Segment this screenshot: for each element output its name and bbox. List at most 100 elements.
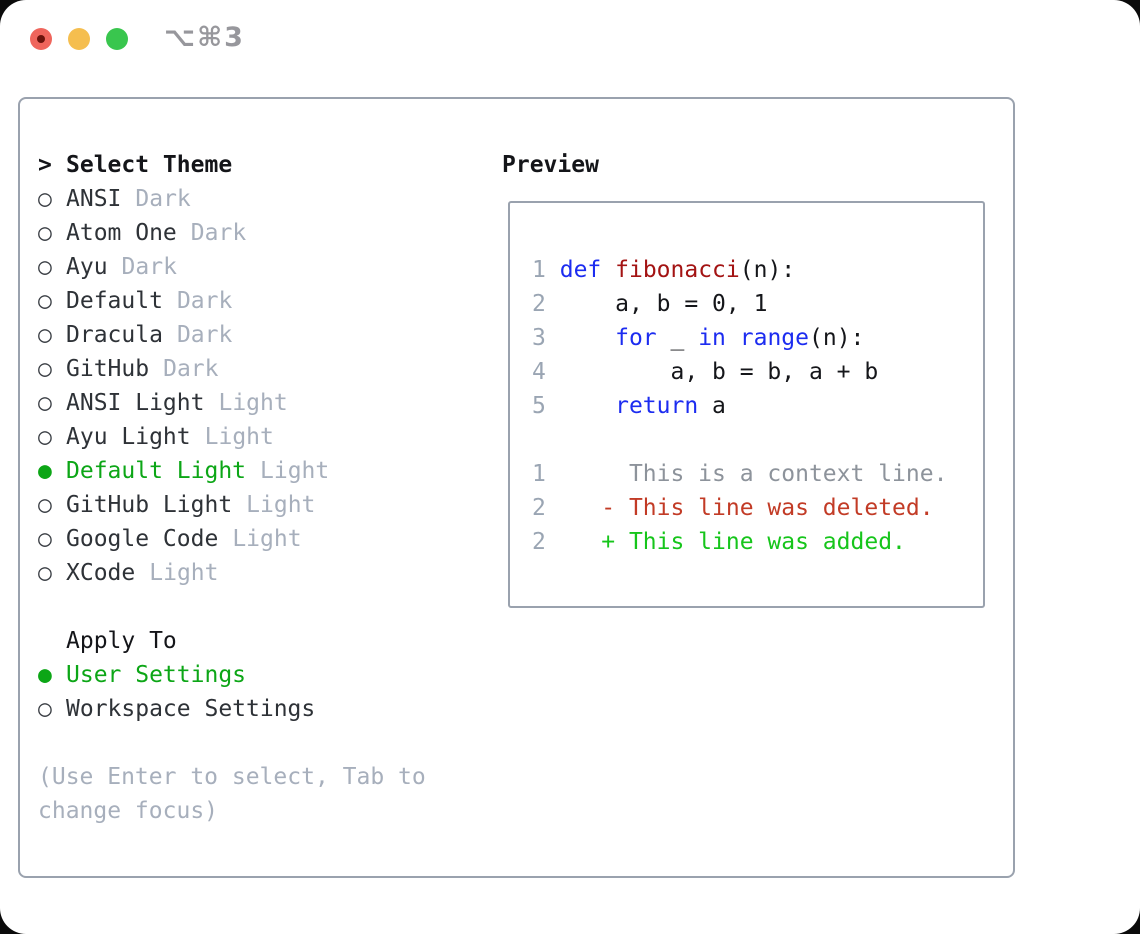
keyboard-hint: (Use Enter to select, Tab to change focu…	[38, 764, 426, 824]
theme-name: ANSI	[66, 186, 122, 212]
code-segment: for	[615, 325, 657, 351]
radio-icon: ○	[38, 254, 52, 280]
code-line: 3 for _ in range(n):	[532, 321, 983, 355]
line-number: 1	[532, 461, 546, 487]
code-segment: a, b = 0, 1	[545, 291, 768, 317]
code-line: 4 a, b = b, a + b	[532, 355, 983, 389]
line-number: 1	[532, 257, 546, 283]
theme-variant: Light	[149, 560, 219, 586]
theme-name: XCode	[66, 560, 136, 586]
select-theme-label: Select Theme	[66, 152, 233, 178]
theme-option-ansi[interactable]: ○ ANSI Dark	[38, 182, 458, 216]
code-segment	[546, 257, 560, 283]
line-number: 4	[532, 359, 546, 385]
line-number: 2	[532, 291, 546, 317]
code-line: 1 def fibonacci(n):	[532, 253, 983, 287]
code-segment: return	[615, 393, 699, 419]
theme-variant: Dark	[176, 288, 233, 314]
radio-icon: ○	[38, 186, 52, 212]
selection-cursor-icon: >	[38, 152, 52, 178]
code-segment	[546, 325, 615, 351]
radio-icon: ○	[38, 322, 52, 348]
code-segment: _	[656, 325, 699, 351]
code-segment: - This line was deleted.	[545, 495, 934, 521]
radio-icon: ●	[38, 458, 52, 484]
diff-added-line: 2 + This line was added.	[532, 525, 983, 559]
apply-option-user-settings[interactable]: ● User Settings	[38, 658, 458, 692]
spacer	[38, 590, 458, 624]
theme-variant: Dark	[176, 322, 233, 348]
theme-option-ayu[interactable]: ○ Ayu Dark	[38, 250, 458, 284]
radio-icon: ○	[38, 288, 52, 314]
radio-icon: ○	[38, 560, 52, 586]
record-dot-icon	[37, 35, 45, 43]
theme-variant: Dark	[121, 254, 177, 280]
theme-option-xcode[interactable]: ○ XCode Light	[38, 556, 458, 590]
apply-to-header: Apply To	[66, 628, 177, 654]
code-segment: (n):	[739, 257, 796, 283]
line-number: 3	[532, 325, 546, 351]
code-segment: def	[559, 257, 602, 283]
theme-name: Ayu Light	[66, 424, 191, 450]
code-segment: (n):	[809, 325, 865, 351]
code-segment: a	[698, 393, 726, 419]
code-segment	[546, 393, 615, 419]
apply-option-workspace-settings[interactable]: ○Workspace Settings	[38, 692, 458, 726]
theme-name: Atom One	[66, 220, 177, 246]
theme-option-ayu-light[interactable]: ○ Ayu Light Light	[38, 420, 458, 454]
radio-icon: ●	[38, 662, 52, 688]
theme-option-google-code[interactable]: ○ Google Code Light	[38, 522, 458, 556]
theme-name: Dracula	[66, 322, 163, 348]
code-segment: + This line was added.	[545, 529, 906, 555]
theme-variant: Dark	[135, 186, 191, 212]
radio-icon: ○	[38, 356, 52, 382]
line-number: 2	[532, 495, 546, 521]
radio-icon: ○	[38, 390, 52, 416]
code-line: 2 a, b = 0, 1	[532, 287, 983, 321]
line-number: 5	[532, 393, 546, 419]
code-segment: a, b = b, a + b	[545, 359, 879, 385]
zoom-button[interactable]	[106, 28, 128, 50]
theme-name: Default	[66, 288, 163, 314]
code-segment: range	[739, 325, 810, 351]
theme-option-dracula[interactable]: ○ Dracula Dark	[38, 318, 458, 352]
theme-variant: Light	[204, 424, 274, 450]
theme-variant: Light	[260, 458, 330, 484]
radio-icon: ○	[38, 424, 52, 450]
theme-name: GitHub	[66, 356, 150, 382]
apply-option-label: Workspace Settings	[66, 696, 316, 722]
apply-option-label: User Settings	[66, 662, 247, 688]
theme-name: Google Code	[66, 526, 219, 552]
theme-variant: Dark	[190, 220, 247, 246]
close-button[interactable]	[30, 28, 52, 50]
code-segment	[726, 325, 740, 351]
diff-context-line: 1 This is a context line.	[532, 457, 983, 491]
code-segment: in	[698, 325, 726, 351]
apply-to-list: ● User Settings ○Workspace Settings	[38, 658, 458, 726]
theme-option-default[interactable]: ○ Default Dark	[38, 284, 458, 318]
select-theme-header: > Select Theme	[38, 148, 458, 182]
radio-icon: ○	[38, 526, 52, 552]
theme-name: Ayu	[66, 254, 108, 280]
window-title: ⌥⌘3	[164, 22, 245, 53]
theme-name: GitHub Light	[66, 492, 233, 518]
blank-line	[532, 423, 983, 457]
theme-option-github[interactable]: ○ GitHub Dark	[38, 352, 458, 386]
diff-deleted-line: 2 - This line was deleted.	[532, 491, 983, 525]
radio-icon: ○	[38, 492, 52, 518]
code-segment: This is a context line.	[545, 461, 948, 487]
minimize-button[interactable]	[68, 28, 90, 50]
theme-option-default-light[interactable]: ● Default Light Light	[38, 454, 458, 488]
theme-name: Default Light	[66, 458, 247, 484]
theme-variant: Dark	[163, 356, 219, 382]
code-segment: fibonacci	[615, 257, 740, 283]
theme-variant: Light	[232, 526, 302, 552]
